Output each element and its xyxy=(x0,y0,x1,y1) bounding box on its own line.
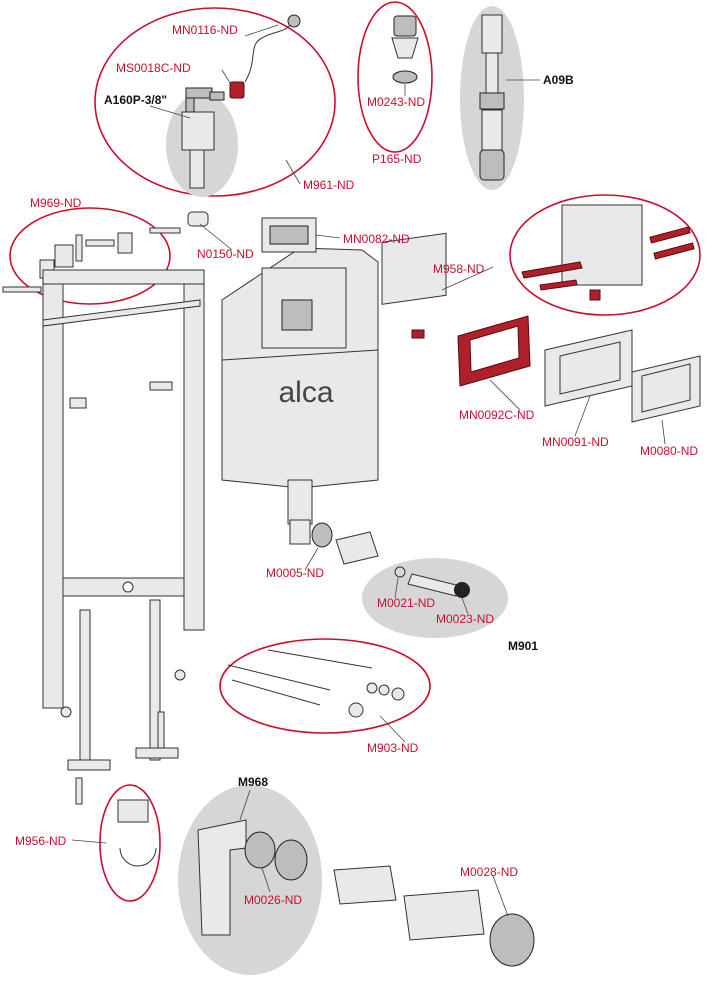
label-m0080-nd: M0080-ND xyxy=(640,444,698,458)
leader-lines xyxy=(71,24,666,917)
red-valve-fitting-part xyxy=(229,81,245,99)
group-p165-ring xyxy=(357,1,433,153)
flexible-hose-part xyxy=(244,14,301,83)
label-n0150-nd: N0150-ND xyxy=(197,247,254,261)
label-m0023-nd: M0023-ND xyxy=(436,612,494,626)
drain-elbow-part xyxy=(287,479,313,545)
group-m903-ring xyxy=(219,638,431,734)
fill-valve-part xyxy=(181,87,225,189)
label-p165-nd: P165-ND xyxy=(372,152,422,166)
label-m901: M901 xyxy=(508,639,538,653)
label-m0243-nd: M0243-ND xyxy=(367,95,425,109)
label-mn0082-nd: MN0082-ND xyxy=(343,232,410,246)
cistern-tank-part xyxy=(221,247,379,489)
group-m969-ring xyxy=(9,207,171,305)
label-ms0018c-nd: MS0018C-ND xyxy=(116,61,191,75)
label-m0021-nd: M0021-ND xyxy=(377,596,435,610)
label-m958-nd: M958-ND xyxy=(433,262,485,276)
label-m0026-nd: M0026-ND xyxy=(244,893,302,907)
group-m901-shade xyxy=(362,558,508,638)
red-frame-mn0092c-part xyxy=(457,315,531,387)
seal-m0005-part xyxy=(311,522,333,548)
label-m956-nd: M956-ND xyxy=(15,834,67,848)
clip-m956-part xyxy=(117,799,157,867)
threaded-rods-m903-part xyxy=(227,649,405,718)
label-m0028-nd: M0028-ND xyxy=(460,865,518,879)
label-a09b: A09B xyxy=(543,73,574,87)
label-mn0091-nd: MN0091-ND xyxy=(542,435,609,449)
steel-frame-part xyxy=(42,269,205,771)
lever-mechanism-m958-part xyxy=(521,204,695,301)
cable-box-mn0082-part xyxy=(261,217,317,253)
label-a160p: A160P-3/8" xyxy=(104,93,167,107)
mounting-plate-part xyxy=(381,232,447,339)
pipe-m901-part xyxy=(394,566,470,598)
label-mn0092c-nd: MN0092C-ND xyxy=(459,408,535,422)
seal-m0028-part xyxy=(489,913,535,967)
label-m903-nd: M903-ND xyxy=(367,741,419,755)
foot-screws-part xyxy=(60,669,186,805)
label-m968: M968 xyxy=(238,775,268,789)
cover-frame-m0080-part xyxy=(631,355,701,423)
drain-valve-top-part xyxy=(391,15,419,84)
label-m961-nd: M961-ND xyxy=(303,178,355,192)
box-mn0091-part xyxy=(544,329,633,407)
brand-logo: alca xyxy=(278,376,333,409)
drain-valve-a09b-part xyxy=(479,14,505,181)
elbow-m968-part xyxy=(197,819,308,936)
label-m969-nd: M969-ND xyxy=(30,196,82,210)
group-m956-ring xyxy=(99,784,161,902)
group-m958-ring xyxy=(509,194,701,316)
pipe-sleeve-part xyxy=(333,865,485,941)
label-mn0116-nd: MN0116-ND xyxy=(172,23,238,37)
pipe-segment-part xyxy=(335,531,379,565)
label-m0005-nd: M0005-ND xyxy=(266,566,324,580)
bracket-n0150-part xyxy=(187,211,209,227)
